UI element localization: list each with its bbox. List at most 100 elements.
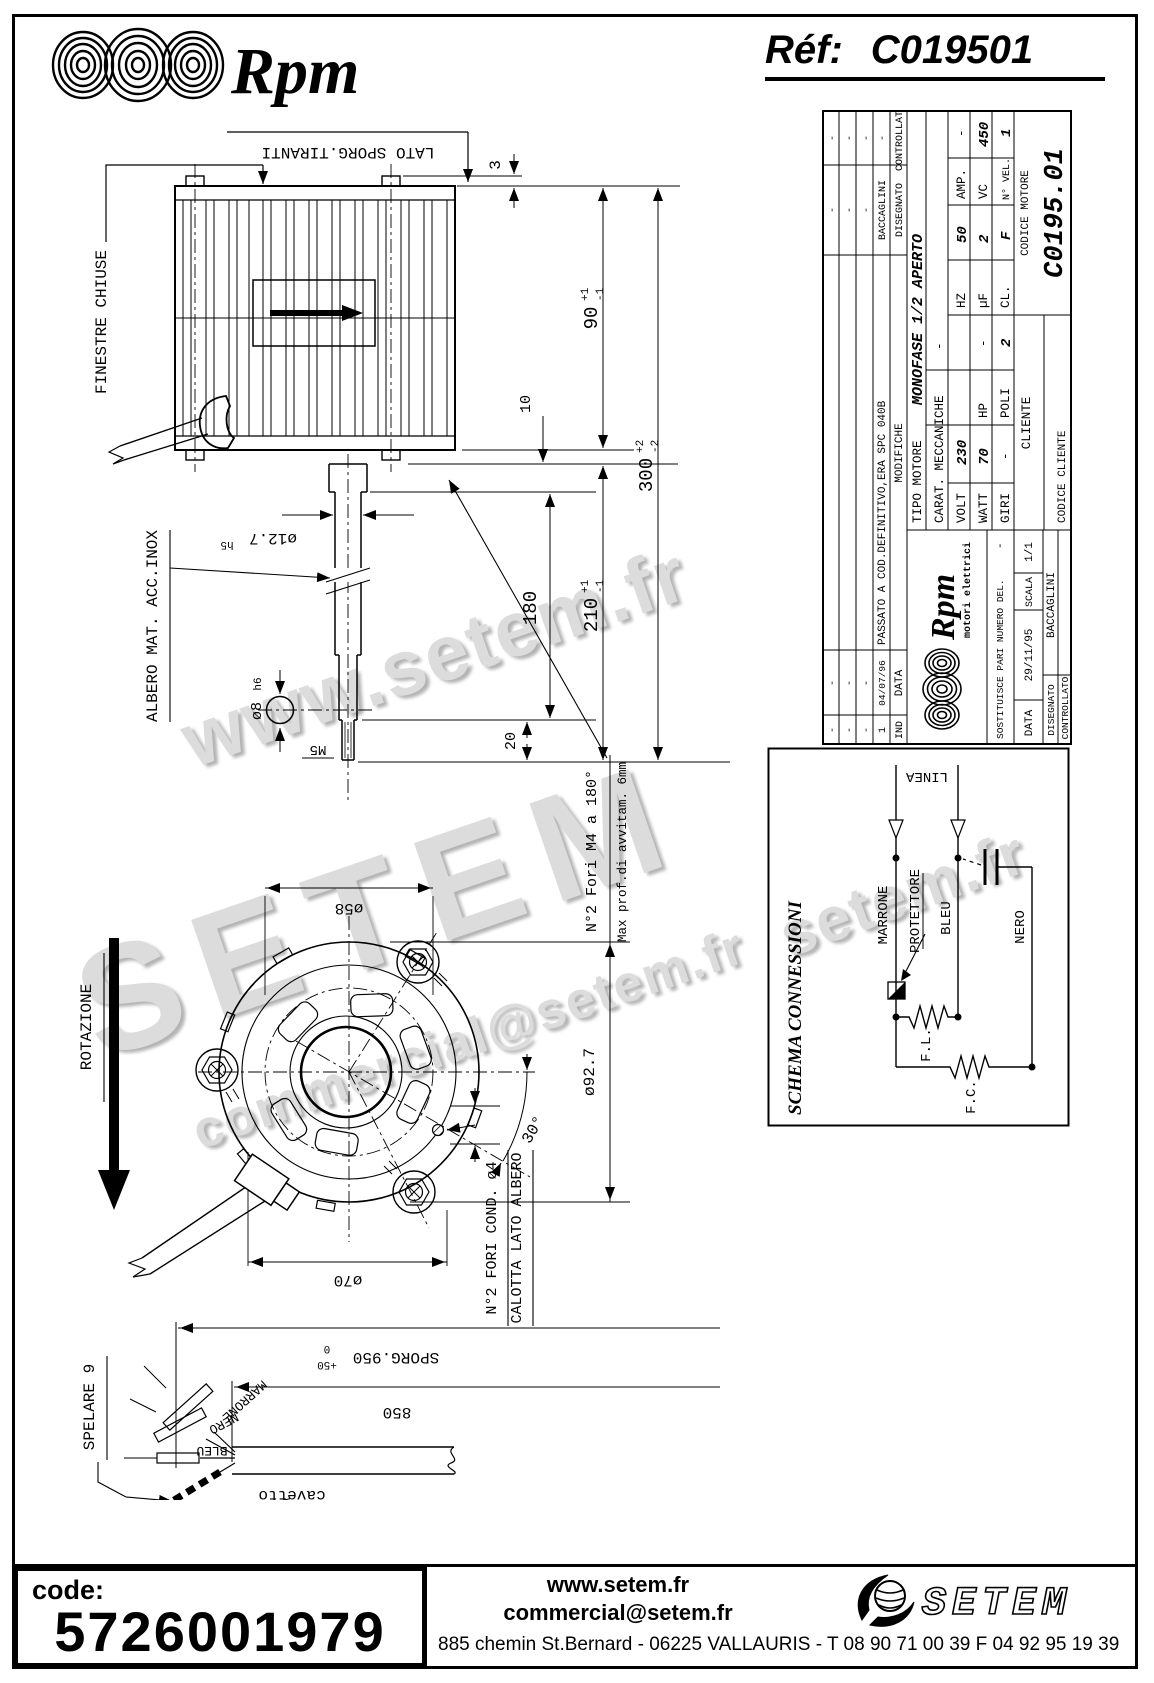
- dim-850: 850: [383, 1403, 412, 1421]
- svg-text:-: -: [955, 129, 969, 137]
- dim-210: 210: [581, 598, 603, 632]
- dim-dia-58: ø58: [335, 899, 364, 917]
- schema-linea-label: LINEA: [905, 768, 948, 784]
- uf-value: 2: [977, 234, 993, 243]
- wire-bleu-label: BLEU: [196, 1443, 227, 1458]
- codice-motore-value: C0195.01: [1041, 148, 1071, 278]
- dim-180: 180: [520, 591, 542, 625]
- title-block: - - - - - - - - - - - - 1 04/07/96 PASSA…: [822, 110, 1072, 745]
- titleblock-rpm-sub: motori elettrici: [962, 542, 974, 638]
- schema-protettore-label: PROTETTORE: [908, 869, 924, 953]
- svg-text:-: -: [845, 207, 856, 213]
- dim-30deg: 30°: [519, 1113, 549, 1147]
- rev-header-disegnato: DISEGNATO: [895, 183, 906, 237]
- rotazione-label: ROTAZIONE: [78, 984, 96, 1070]
- tipo-motore-label: TIPO MOTORE: [911, 440, 925, 523]
- codice-motore-label: CODICE MOTORE: [1020, 170, 1032, 256]
- protettore-symbol: [888, 982, 905, 999]
- dim-h6: h6: [253, 677, 265, 690]
- svg-text:-: -: [977, 339, 991, 347]
- watt-label: WATT: [977, 492, 991, 523]
- titleblock-rpm-coils-icon: [922, 648, 962, 730]
- motor-drawing: FINESTRE CHIUSE LATO SPORG.TIRANTI 3 90 …: [78, 131, 730, 1500]
- hp-label: HP: [977, 403, 991, 418]
- rpm-wordmark: Rpm: [230, 35, 359, 108]
- svg-text:-: -: [845, 135, 856, 141]
- svg-text:-: -: [828, 680, 839, 686]
- amp-label: AMP.: [955, 169, 969, 199]
- spelare-label: SPELARE 9: [81, 1364, 99, 1450]
- svg-text:-: -: [933, 342, 947, 350]
- finestre-chiuse-label: FINESTRE CHIUSE: [93, 250, 111, 394]
- footer-website: www.setem.fr: [546, 1572, 690, 1597]
- rotation-arrow-icon: [109, 938, 119, 1170]
- vc-label: VC: [977, 184, 991, 199]
- svg-text:-: -: [862, 727, 873, 733]
- dim-90-tol-minus: -1: [595, 287, 607, 301]
- reference-number: Réf:C019501: [765, 28, 1105, 81]
- tipo-motore-value: MONOFASE 1/2 APERTO: [910, 234, 927, 406]
- schema-bleu-label: BLEU: [939, 901, 955, 935]
- data-value: 29/11/95: [1024, 629, 1036, 682]
- sheet-border: [12, 14, 1138, 1669]
- rev-description: PASSATO A COD.DEFINITIVO,ERA SPC 040B: [877, 400, 889, 645]
- titleblock-rpm-wordmark: Rpm: [925, 574, 962, 641]
- lato-sporg-label: LATO SPORG.TIRANTI: [262, 143, 435, 161]
- motor-end-view: ø58 ø92.7 ø70 30° N°2 FORI COND. ø4 CALO…: [78, 883, 630, 1326]
- rev-author: BACCAGLINI: [878, 180, 889, 240]
- svg-text:-: -: [995, 542, 1007, 549]
- setem-swoosh-icon: [857, 1574, 915, 1627]
- schema-nero-label: NERO: [1013, 910, 1029, 944]
- dim-10: 10: [518, 395, 535, 413]
- disegnato-value: BACCAGLINI: [1046, 572, 1058, 638]
- volt-label: VOLT: [955, 492, 969, 523]
- giri-label: GIRI: [999, 493, 1013, 523]
- max-prof-label: Max prof.di avvitam. 6mm: [616, 762, 630, 942]
- hz-value: 50: [955, 226, 971, 243]
- cond-hole: [431, 1123, 445, 1137]
- motor-side-view: FINESTRE CHIUSE LATO SPORG.TIRANTI 3 90 …: [93, 131, 730, 948]
- schema-connessioni: SCHEMA CONNESSIONI MARRONE PROTETTORE BL…: [767, 747, 1070, 1127]
- dim-210-tol-plus: +1: [580, 579, 592, 593]
- rev-header-controllato: CONTROLLATO: [895, 110, 906, 171]
- rev-index: 1: [878, 727, 889, 733]
- code-box: code: 5726001979: [13, 1566, 427, 1668]
- dim-dia-92-7: ø92.7: [581, 1048, 599, 1096]
- setem-wordmark: SETEM: [922, 1582, 1072, 1627]
- code-label: code:: [32, 1575, 105, 1605]
- setem-logo: SETEM: [857, 1574, 1072, 1628]
- dim-dia-70: ø70: [334, 1271, 363, 1289]
- albero-label: ALBERO MAT. ACC.INOX: [144, 530, 162, 722]
- schema-title: SCHEMA CONNESSIONI: [785, 901, 806, 1115]
- dim-sporg-plus: +50: [317, 1358, 337, 1370]
- volt-value: 230: [955, 440, 971, 465]
- screw-boss: [383, 1160, 436, 1214]
- schema-fl-label: F.L.: [919, 1028, 935, 1062]
- hz-label: HZ: [955, 292, 969, 308]
- controllato-label: CONTROLLATO: [1060, 676, 1071, 739]
- dim-3: 3: [487, 160, 505, 170]
- calotta-label: CALOTTA LATO ALBERO: [509, 1152, 526, 1323]
- svg-text:-: -: [828, 207, 839, 213]
- screw-boss: [195, 1048, 240, 1103]
- sostituisce-label: SOSTITUISCE PARI NUMERO DEL.: [995, 579, 1006, 739]
- data-label: DATA: [1024, 709, 1036, 736]
- footer-divider: [12, 1564, 1138, 1567]
- nvel-value: 1: [999, 129, 1015, 137]
- svg-text:-: -: [999, 452, 1013, 460]
- footer-email: commercial@setem.fr: [503, 1600, 733, 1625]
- cavetto-label: cavetto: [258, 1486, 325, 1500]
- codice-cliente-label: CODICE CLIENTE: [1057, 430, 1069, 523]
- poli-label: POLI: [999, 388, 1013, 418]
- dim-sporg-zero: 0: [324, 1342, 331, 1354]
- footer-address: 885 chemin St.Bernard - 06225 VALLAURIS …: [438, 1634, 1120, 1655]
- watt-value: 70: [977, 448, 993, 465]
- cl-label: CL.: [999, 285, 1013, 308]
- wire-marrone-label: MARRONE: [219, 1377, 270, 1425]
- code-value: 5726001979: [54, 1600, 386, 1663]
- dim-sporg-950: SPORG.950: [353, 1348, 439, 1366]
- svg-text:-: -: [845, 680, 856, 686]
- dim-210-tol-minus: -1: [595, 579, 607, 593]
- disegnato-label: DISEGNATO: [1046, 684, 1057, 736]
